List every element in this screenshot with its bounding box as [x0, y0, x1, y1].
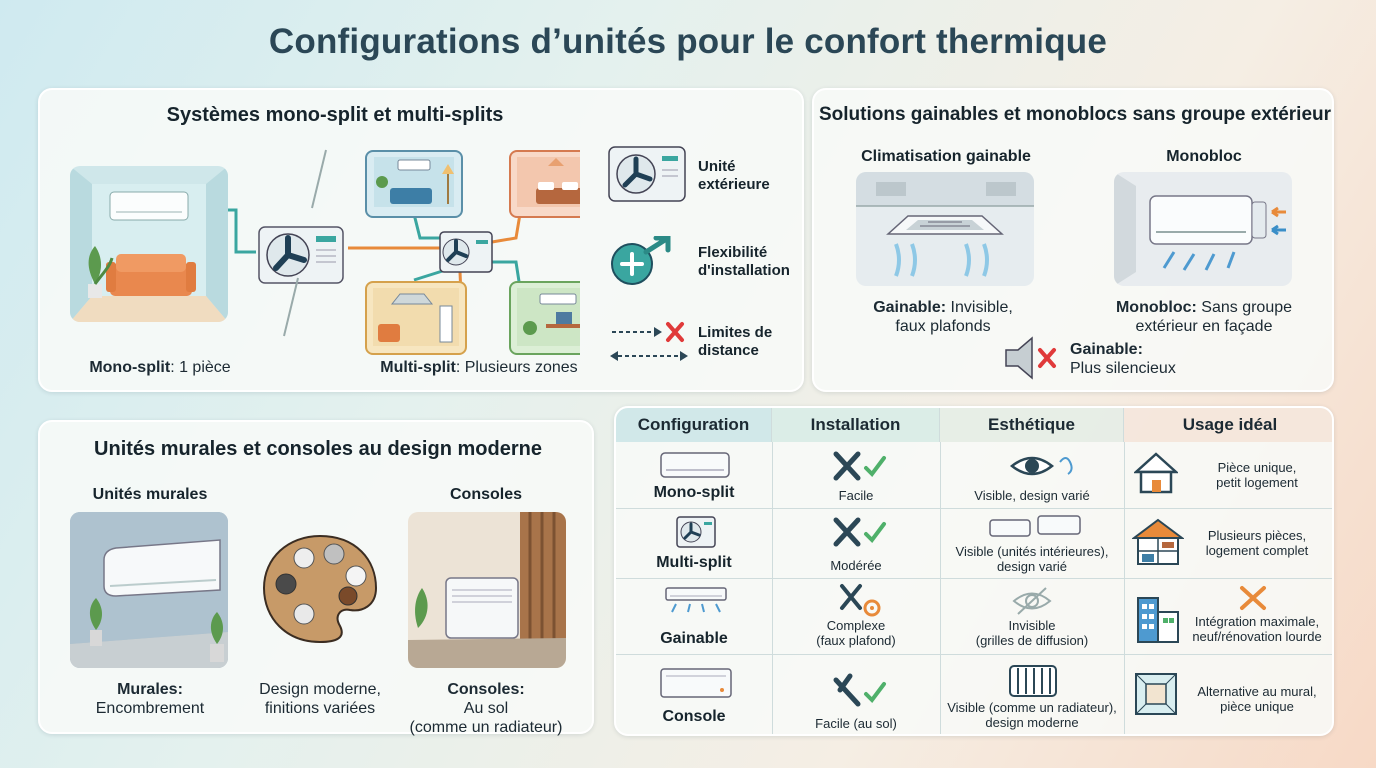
mono-split-caption: Mono-split: 1 pièce — [60, 358, 260, 377]
multi-split-zones-illustration — [348, 150, 580, 355]
comparison-table: Configuration Installation Esthétique Us… — [614, 406, 1334, 736]
console-text2: (comme un radiateur) — [409, 719, 563, 736]
table-header-configuration: Configuration — [616, 408, 772, 442]
row-name: Gainable — [660, 630, 728, 647]
wall-caption: Murales: Encombrement — [60, 680, 240, 718]
building-icon — [1137, 597, 1179, 643]
mono-split-bold: Mono-split — [89, 359, 171, 376]
legend-distance-label: Limites de distance — [698, 324, 773, 359]
outdoor-unit-icon — [608, 146, 686, 202]
split-panel-title: Systèmes mono-split et multi-splits — [166, 104, 504, 126]
console-bold: Consoles: — [447, 681, 525, 698]
monobloc-text1: Sans groupe — [1196, 299, 1293, 316]
quiet-bold: Gainable: — [1070, 341, 1143, 358]
outdoor-unit-small-icon — [676, 516, 716, 548]
mono-split-text: : 1 pièce — [170, 359, 231, 376]
install-value: Facile — [838, 488, 874, 503]
table-row: Multi-split Modérée Visible (unités inté… — [616, 508, 1332, 578]
table-header-installation: Installation — [772, 408, 940, 442]
wall-console-panel: Unités murales et consoles au design mod… — [38, 420, 594, 737]
quiet-text: Plus silencieux — [1070, 360, 1176, 377]
quiet-caption: Gainable: Plus silencieux — [1070, 340, 1210, 378]
monobloc-text2: extérieur en façade — [1135, 318, 1273, 335]
table-row: Console Facile (au sol) Visible (comme u… — [616, 654, 1332, 734]
gear-tools-icon — [840, 584, 881, 617]
esthetic-value: Visible (unités intérieures), design var… — [955, 544, 1109, 574]
usage-value: Alternative au mural, pièce unique — [1197, 684, 1317, 714]
room-corner-icon — [1135, 673, 1177, 715]
ducted-text1: Invisible, — [946, 299, 1013, 316]
esthetic-value: Visible (comme un radiateur), design mod… — [947, 700, 1117, 730]
table-header-usage: Usage idéal — [1124, 408, 1332, 442]
cassette-unit-icon — [665, 587, 727, 613]
indoor-unit-icon — [660, 452, 730, 478]
indoor-units-icon — [989, 515, 1081, 537]
table-row: Mono-split Facile Visible, design varié … — [616, 442, 1332, 508]
wall-bold: Murales: — [117, 681, 183, 698]
tools-check-icon — [833, 673, 886, 707]
row-name: Mono-split — [653, 484, 735, 501]
row-name: Console — [662, 708, 726, 725]
design-text1: Design moderne, — [259, 681, 381, 698]
multi-split-caption: Multi-split: Plusieurs zones — [354, 358, 604, 377]
wall-units-subtitle: Unités murales — [92, 486, 208, 503]
flexibility-icon — [611, 236, 671, 285]
multi-split-text: : Plusieurs zones — [455, 359, 578, 376]
legend-flexibility-label: Flexibilité d'installation — [698, 244, 790, 279]
console-caption: Consoles: Au sol (comme un radiateur) — [396, 680, 576, 737]
split-systems-panel: Systèmes mono-split et multi-splits — [38, 88, 804, 392]
multi-room-house-icon — [1132, 518, 1184, 565]
ducted-bold: Gainable: — [873, 299, 947, 316]
row-name: Multi-split — [656, 554, 732, 571]
monobloc-bold: Monobloc: — [1115, 299, 1197, 316]
console-illustration — [408, 512, 566, 668]
radiator-icon — [1009, 665, 1057, 697]
esthetic-value: Visible, design varié — [974, 488, 1090, 503]
wall-unit-illustration — [70, 512, 228, 668]
wall-panel-title: Unités murales et consoles au design mod… — [94, 438, 542, 460]
tools-icon — [1240, 586, 1266, 610]
install-value: Modérée — [830, 558, 882, 573]
tools-check-icon — [833, 451, 886, 481]
distance-limit-icon — [610, 322, 688, 361]
table-row: Gainable Complexe (faux plafond) Invisib… — [616, 578, 1332, 654]
mono-split-piping — [228, 208, 256, 254]
ducted-monobloc-panel: Solutions gainables et monoblocs sans gr… — [812, 88, 1334, 392]
table-grid — [616, 442, 1332, 734]
console-unit-icon — [660, 668, 732, 698]
palette-icon — [262, 534, 378, 644]
wall-text: Encombrement — [95, 700, 205, 717]
monobloc-caption: Monobloc: Sans groupe extérieur en façad… — [1094, 298, 1314, 336]
mono-outdoor-unit-illustration — [258, 226, 344, 284]
console-text1: Au sol — [463, 700, 509, 717]
page-title: Configurations d’unités pour le confort … — [268, 22, 1108, 61]
esthetic-value: Invisible (grilles de diffusion) — [975, 618, 1089, 648]
ducted-panel-title: Solutions gainables et monoblocs sans gr… — [818, 104, 1332, 125]
ducted-ac-illustration — [856, 172, 1034, 286]
usage-value: Plusieurs pièces, logement complet — [1205, 528, 1309, 558]
legend-outdoor-label: Unité extérieure — [698, 158, 770, 193]
ducted-caption: Gainable: Invisible, faux plafonds — [838, 298, 1048, 336]
usage-value: Intégration maximale, neuf/rénovation lo… — [1192, 614, 1322, 644]
design-caption: Design moderne, finitions variées — [240, 680, 400, 718]
consoles-subtitle: Consoles — [449, 486, 522, 503]
usage-value: Pièce unique, petit logement — [1216, 460, 1298, 490]
muted-speaker-icon — [1005, 336, 1056, 380]
monobloc-subtitle: Monobloc — [1166, 148, 1242, 165]
multi-split-bold: Multi-split — [380, 359, 456, 376]
monobloc-illustration — [1114, 172, 1292, 286]
install-value: Complexe (faux plafond) — [816, 618, 896, 648]
ducted-subtitle: Climatisation gainable — [861, 148, 1031, 165]
eye-off-icon — [1012, 587, 1052, 615]
install-value: Facile (au sol) — [815, 716, 897, 731]
ducted-text2: faux plafonds — [895, 318, 991, 335]
design-text2: finitions variées — [264, 700, 376, 717]
divider-slash — [283, 149, 327, 337]
tools-check-icon — [833, 517, 886, 547]
house-icon — [1134, 452, 1178, 494]
table-header-esthetique: Esthétique — [940, 408, 1124, 442]
mono-split-room-illustration — [70, 166, 228, 322]
eye-icon — [1009, 456, 1073, 476]
